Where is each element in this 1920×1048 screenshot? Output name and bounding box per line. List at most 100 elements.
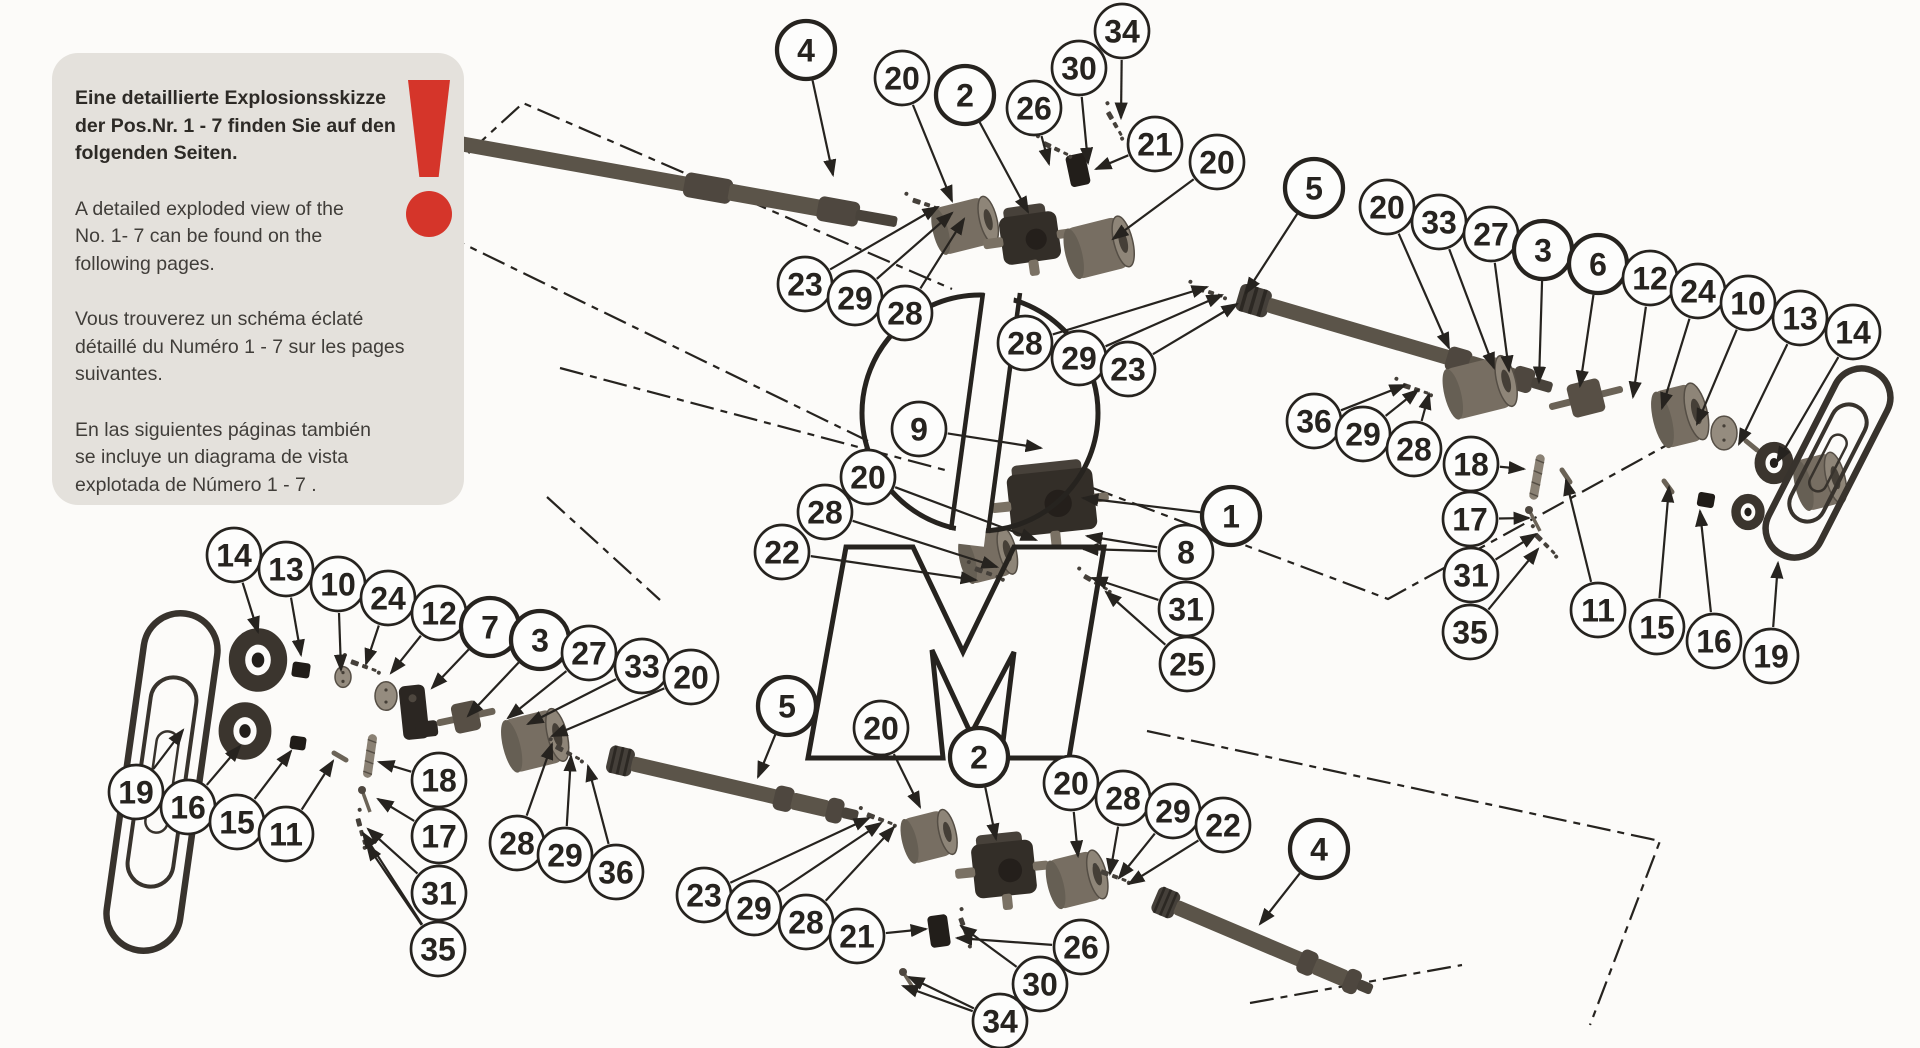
leader-arrow <box>1695 508 1712 613</box>
part-disc <box>334 665 352 689</box>
leader-arrow <box>289 597 305 658</box>
balloon-29: 29 <box>826 269 884 327</box>
balloon-18: 18 <box>1442 435 1500 493</box>
svg-text:17: 17 <box>1452 502 1488 538</box>
leader-arrow <box>876 211 954 280</box>
leader-arrow <box>376 760 412 773</box>
svg-text:35: 35 <box>420 932 456 968</box>
balloon-7: 7 <box>458 595 522 659</box>
part-spool <box>436 700 496 734</box>
balloon-6: 6 <box>1566 232 1630 296</box>
balloon-19: 19 <box>107 763 165 821</box>
balloon-23: 23 <box>776 255 834 313</box>
svg-text:3: 3 <box>531 623 549 659</box>
balloon-20: 20 <box>1188 133 1246 191</box>
balloon-33: 33 <box>613 637 671 695</box>
svg-text:31: 31 <box>1168 592 1204 628</box>
balloon-2: 2 <box>947 725 1011 789</box>
leader-arrow <box>1084 531 1158 549</box>
balloon-23: 23 <box>1099 340 1157 398</box>
phantom-outline <box>546 496 661 601</box>
balloon-13: 13 <box>257 540 315 598</box>
leader-arrow <box>1628 306 1647 400</box>
balloon-21: 21 <box>1126 115 1184 173</box>
svg-text:35: 35 <box>1452 615 1488 651</box>
svg-text:29: 29 <box>547 838 583 874</box>
balloon-29: 29 <box>725 879 783 937</box>
svg-text:36: 36 <box>598 855 634 891</box>
balloon-14: 14 <box>205 526 263 584</box>
leader-arrow <box>1104 590 1167 646</box>
svg-text:28: 28 <box>887 296 923 332</box>
svg-text:18: 18 <box>421 763 457 799</box>
part-cup <box>900 808 958 864</box>
svg-text:8: 8 <box>1177 535 1195 571</box>
balloon-9: 9 <box>890 400 948 458</box>
leader-arrow <box>810 555 979 585</box>
part-bits <box>1188 279 1228 301</box>
leader-arrow <box>885 923 929 938</box>
part-disc <box>1710 415 1738 451</box>
svg-text:29: 29 <box>837 281 873 317</box>
svg-text:20: 20 <box>863 711 899 747</box>
leader-arrow <box>1695 329 1738 427</box>
balloon-17: 17 <box>410 807 468 865</box>
balloon-5: 5 <box>755 674 819 738</box>
phantom-outline <box>559 366 946 472</box>
exclamation-bar <box>408 80 450 177</box>
leader-arrow <box>852 519 1000 569</box>
balloon-5: 5 <box>1282 156 1346 220</box>
balloon-26: 26 <box>1052 918 1110 976</box>
leader-arrow <box>1080 542 1158 557</box>
balloon-10: 10 <box>1719 274 1777 332</box>
balloon-3: 3 <box>1511 218 1575 282</box>
leader-arrow <box>361 831 424 926</box>
balloon-31: 31 <box>1157 580 1215 638</box>
svg-text:1: 1 <box>1222 499 1240 535</box>
balloon-13: 13 <box>1771 289 1829 347</box>
leader-arrow <box>526 678 617 725</box>
balloon-17: 17 <box>1441 490 1499 548</box>
leader-arrow <box>1738 343 1789 446</box>
leader-arrow <box>978 121 1030 214</box>
balloon-28: 28 <box>796 483 854 541</box>
leader-arrow <box>1080 493 1201 514</box>
leader-arrow <box>365 843 423 926</box>
balloon-20: 20 <box>839 448 897 506</box>
balloon-19: 19 <box>1742 627 1800 685</box>
part-bits <box>1105 101 1125 141</box>
leader-arrow <box>466 661 520 718</box>
leader-arrow <box>1658 484 1675 599</box>
balloon-34: 34 <box>1093 2 1151 60</box>
balloon-2: 2 <box>933 63 997 127</box>
svg-text:2: 2 <box>956 78 974 114</box>
svg-text:27: 27 <box>1473 217 1509 253</box>
leader-arrow <box>1111 178 1195 241</box>
part-nut <box>291 661 311 679</box>
balloon-4: 4 <box>1287 817 1351 881</box>
leader-arrow <box>563 753 577 827</box>
leader-arrow <box>729 817 871 884</box>
leader-arrow <box>894 486 1039 542</box>
part-gearbox <box>955 831 1049 911</box>
balloon-25: 25 <box>1158 635 1216 693</box>
svg-text:28: 28 <box>1105 781 1141 817</box>
balloon-8: 8 <box>1157 523 1215 581</box>
svg-text:26: 26 <box>1016 91 1052 127</box>
svg-text:20: 20 <box>1199 145 1235 181</box>
svg-text:13: 13 <box>268 552 304 588</box>
svg-text:29: 29 <box>736 891 772 927</box>
balloon-11: 11 <box>1569 581 1627 639</box>
part-ring <box>218 702 272 760</box>
balloon-29: 29 <box>1144 782 1202 840</box>
svg-text:14: 14 <box>1835 315 1871 351</box>
balloon-31: 31 <box>410 864 468 922</box>
svg-text:33: 33 <box>624 649 660 685</box>
svg-text:23: 23 <box>1110 352 1146 388</box>
watermark-m <box>805 544 1107 761</box>
svg-text:2: 2 <box>970 740 988 776</box>
svg-text:20: 20 <box>884 61 920 97</box>
leader-arrow <box>364 625 380 667</box>
leader-arrow <box>954 932 1053 946</box>
svg-text:23: 23 <box>787 267 823 303</box>
